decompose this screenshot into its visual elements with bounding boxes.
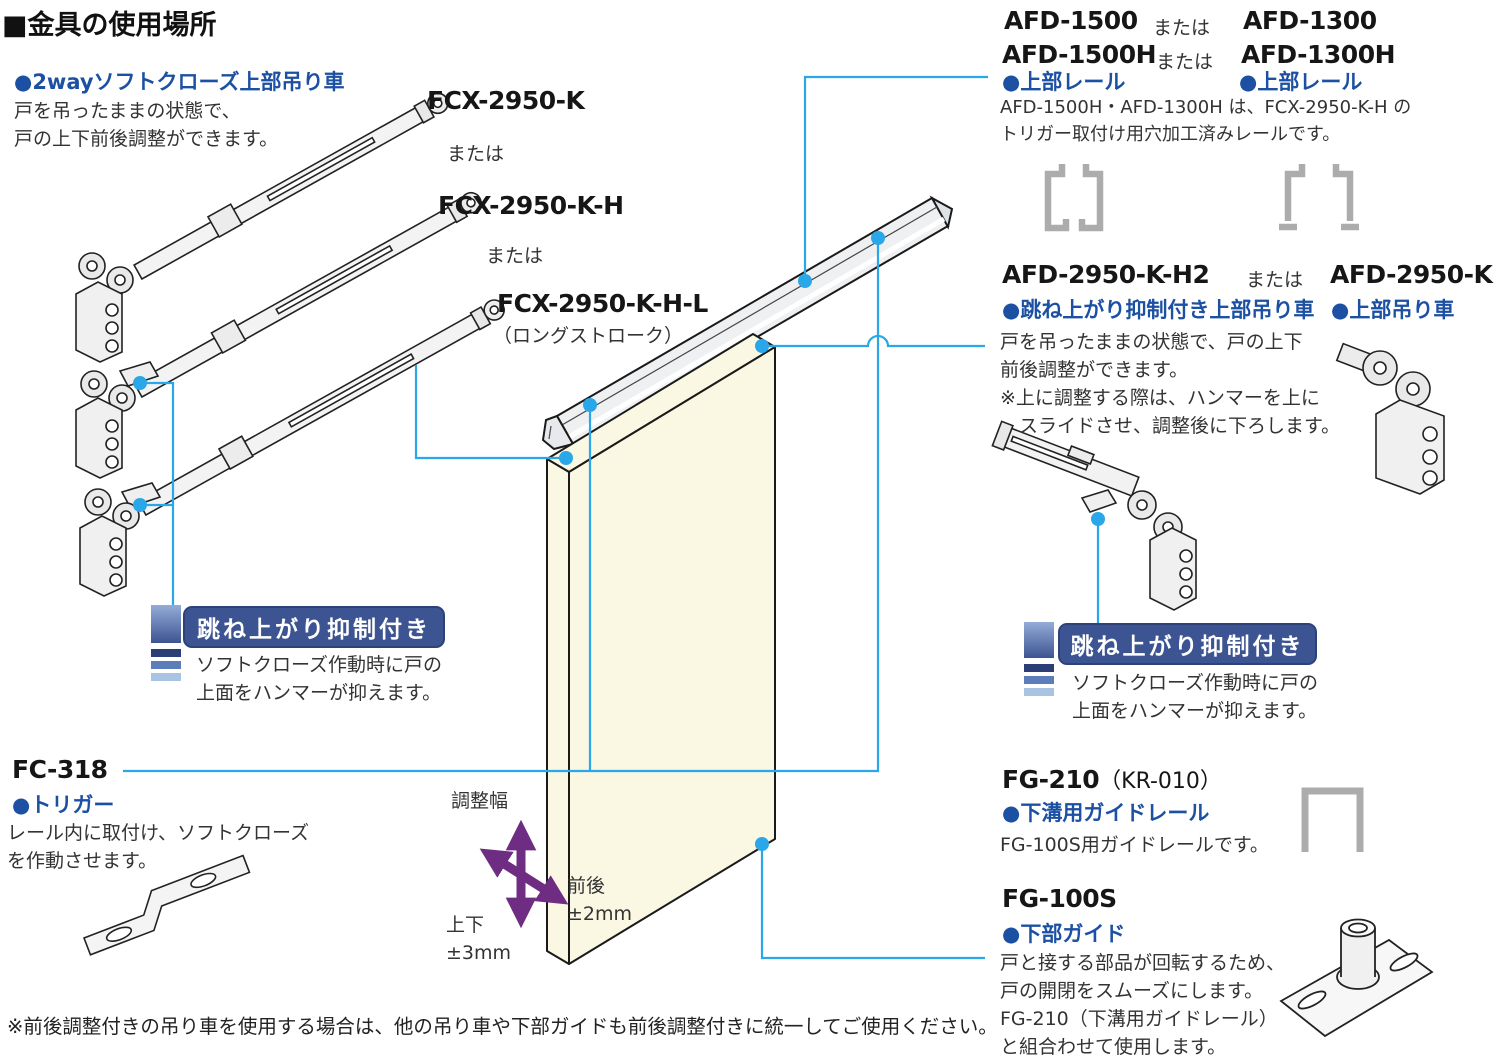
adjust-arrows-icon: [479, 819, 569, 929]
badge-decoration-square: [151, 605, 181, 643]
badge-decoration-stripe: [1024, 664, 1054, 672]
trigger-illustration: [82, 854, 251, 956]
hanger-label-b: ●上部吊り車: [1331, 298, 1455, 322]
page-title: ■金具の使用場所: [2, 10, 217, 41]
callout-hangers: [762, 334, 985, 348]
lower-guide-desc: 戸と接する部品が回転するため、 戸の開閉をスムーズにします。 FG-210（下溝…: [1000, 952, 1286, 1058]
product-code-afd-2950-k-h2: AFD-2950-K-H2: [1002, 260, 1210, 289]
footnote: ※前後調整付きの吊り車を使用する場合は、他の吊り車や下部ガイドも前後調整付きに統…: [7, 1015, 998, 1038]
callout-floor-guide: [760, 846, 985, 960]
adjust-up-down: 上下 ±3mm: [446, 914, 512, 964]
callout-door-corner: [414, 365, 563, 460]
hanger-label-a: ●跳ね上がり抑制付き上部吊り車: [1002, 298, 1315, 322]
lower-guide-label: ●下部ガイド: [1002, 922, 1126, 946]
afd-2950-k-illustration: [1335, 342, 1445, 495]
guide-rail-icon: [1301, 787, 1364, 852]
product-code-fcx-2950-k-h: FCX-2950-K-H: [438, 191, 624, 220]
fcx-2950-k-h-l-illustration: [79, 299, 505, 597]
or-text: または: [447, 143, 505, 165]
or-text: または: [1156, 51, 1214, 73]
product-code-fc-318: FC-318: [12, 755, 108, 784]
product-code-afd-1300h: AFD-1300H: [1241, 40, 1396, 69]
upper-rail-illustration: [541, 195, 954, 451]
trigger-label: ●トリガー: [12, 793, 115, 817]
upper-rail-desc: AFD-1500H・AFD-1300H は、FCX-2950-K-H の トリガ…: [1000, 97, 1412, 145]
product-code-fcx-2950-k: FCX-2950-K: [427, 86, 585, 115]
badge-decoration-stripe: [151, 673, 181, 681]
upper-rail-label-b: ●上部レール: [1239, 70, 1363, 94]
adjust-title: 調整幅: [451, 790, 509, 812]
floor-guide-illustration: [1279, 918, 1434, 1038]
product-code-afd-1300: AFD-1300: [1243, 6, 1377, 35]
product-code-afd-1500h: AFD-1500H: [1002, 40, 1157, 69]
long-stroke-label: （ロングストローク）: [493, 325, 684, 347]
rail-profile-icon-afd1300: [1279, 164, 1359, 231]
door-illustration: [546, 333, 776, 965]
badge-decoration-square: [1024, 622, 1054, 658]
or-text: または: [1153, 17, 1211, 39]
fcx-2950-k-illustration: [75, 92, 449, 363]
product-code-fg-210: FG-210（KR-010）: [1002, 765, 1222, 794]
product-code-fcx-2950-k-h-l: FCX-2950-K-H-L: [497, 289, 708, 318]
callout-trigger: [123, 240, 880, 773]
fcx-section-desc: 戸を吊ったままの状態で、 戸の上下前後調整ができます。: [14, 100, 279, 150]
callout-upper-rail: [803, 75, 988, 281]
hanger-desc: 戸を吊ったままの状態で、戸の上下 前後調整ができます。 ※上に調整する際は、ハン…: [1000, 331, 1341, 437]
callout-dots: [133, 231, 1105, 851]
badge-decoration-stripe: [1024, 688, 1054, 696]
anti-jump-desc-right: ソフトクローズ作動時に戸の 上面をハンマーが抑えます。: [1072, 672, 1319, 722]
fcx-2950-k-h-illustration: [75, 191, 482, 479]
trigger-desc: レール内に取付け、ソフトクローズ を作動させます。: [7, 822, 310, 872]
fcx-section-label: ●2wayソフトクローズ上部吊り車: [14, 70, 345, 94]
upper-rail-label-a: ●上部レール: [1002, 70, 1126, 94]
lower-guide-rail-label: ●下溝用ガイドレール: [1002, 801, 1210, 825]
adjust-front-back: 前後 ±2mm: [567, 875, 633, 925]
product-code-afd-2950-k: AFD-2950-K: [1330, 260, 1493, 289]
badge-decoration-stripe: [151, 661, 181, 669]
product-code-fg-100s: FG-100S: [1002, 884, 1117, 913]
anti-jump-badge-right: 跳ね上がり抑制付き: [1058, 623, 1317, 665]
callout-lines: [123, 75, 1100, 960]
anti-jump-badge-left: 跳ね上がり抑制付き: [183, 606, 445, 648]
afd-2950-k-h2-illustration: [991, 420, 1197, 611]
rail-profile-icon-afd1500: [1044, 164, 1104, 232]
badge-decoration-stripe: [151, 649, 181, 657]
anti-jump-desc-left: ソフトクローズ作動時に戸の 上面をハンマーが抑えます。: [196, 654, 443, 704]
badge-decoration-stripe: [1024, 676, 1054, 684]
lower-guide-rail-desc: FG-100S用ガイドレールです。: [1000, 834, 1269, 856]
or-text: または: [486, 245, 544, 267]
product-code-afd-1500: AFD-1500: [1004, 6, 1138, 35]
or-text: または: [1246, 269, 1304, 291]
